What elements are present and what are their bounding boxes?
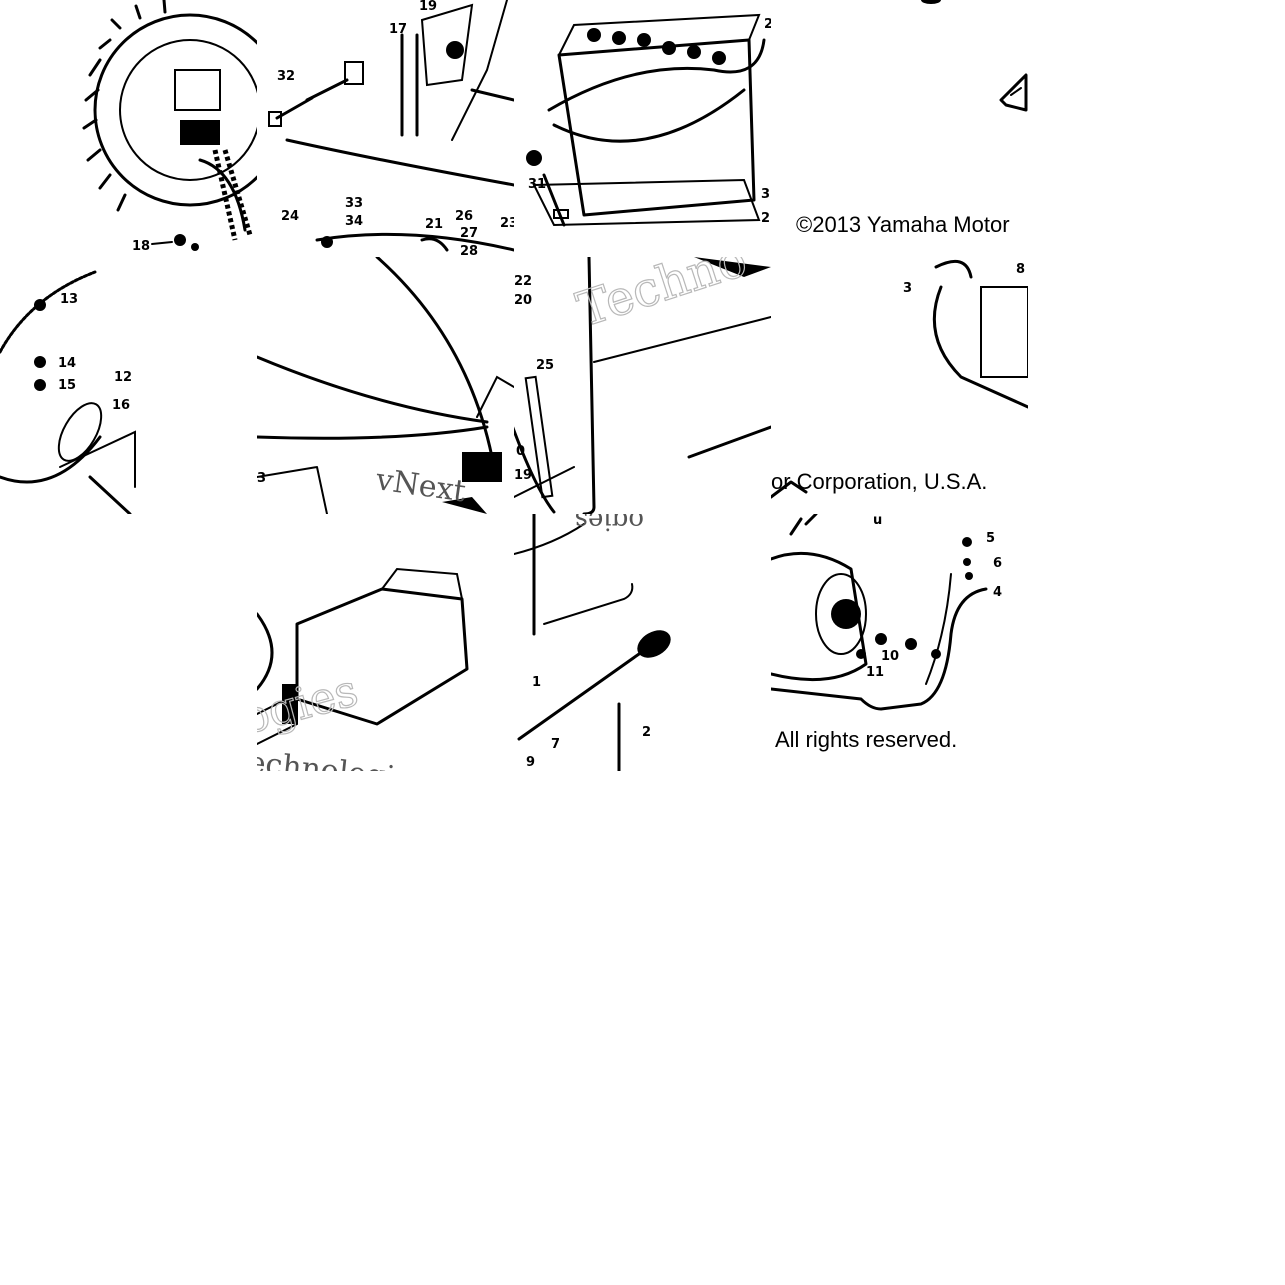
copyright-tile-top: ©2013 Yamaha Motor bbox=[771, 0, 1028, 257]
callout-label: 33 bbox=[345, 196, 363, 211]
copyright-tile-middle: 3 8 or Corporation, U.S.A. bbox=[771, 257, 1028, 514]
copyright-line-3: All rights reserved. bbox=[775, 727, 958, 752]
callout-label: 23 bbox=[500, 216, 514, 231]
watermark-text: vNext bbox=[373, 462, 468, 509]
seat-tray-tile: ogies echnologies bbox=[257, 514, 514, 771]
callout-label: 11 bbox=[866, 665, 884, 680]
callout-label: 19 bbox=[514, 468, 532, 483]
callout-label: 3 bbox=[761, 187, 770, 202]
cable-drawing: ogies 1 7 9 2 bbox=[514, 514, 671, 771]
callout-label: 3 bbox=[257, 471, 266, 486]
wiring-harness-tile: 32 17 19 33 34 24 21 26 27 28 23 bbox=[257, 0, 514, 257]
callout-label: 0 bbox=[516, 444, 525, 459]
wiring-harness-drawing: 32 17 19 33 34 24 21 26 27 28 23 bbox=[268, 0, 514, 257]
starter-relay-drawing: 3 8 bbox=[771, 259, 1028, 499]
callout-label: 2 bbox=[764, 17, 771, 32]
cable-routing-drawing: vNext 3 bbox=[257, 257, 514, 514]
callout-label: 12 bbox=[114, 370, 132, 385]
callout-label: 1 bbox=[532, 675, 541, 690]
callout-label: 13 bbox=[60, 292, 78, 307]
callout-label: 27 bbox=[460, 226, 478, 241]
callout-label: 24 bbox=[281, 209, 299, 224]
callout-label: 34 bbox=[345, 214, 363, 229]
callout-label: 25 bbox=[536, 358, 554, 373]
callout-label: 8 bbox=[1016, 262, 1025, 277]
starter-motor-drawing: 5 6 4 10 11 u bbox=[771, 514, 1002, 711]
callout-label: 19 bbox=[419, 0, 437, 14]
battery-tile: 31 3 2 2 bbox=[514, 0, 771, 257]
callout-label: 9 bbox=[526, 755, 535, 770]
callout-label: 2 bbox=[761, 211, 770, 226]
ring-gear-drawing: 13 14 15 12 16 bbox=[0, 270, 136, 514]
ring-gear-tile: 13 14 15 12 16 bbox=[0, 257, 257, 514]
frame-tile: Techno 22 20 25 0 19 bbox=[514, 257, 771, 514]
callout-label: 26 bbox=[455, 209, 473, 224]
callout-label: 28 bbox=[460, 244, 478, 257]
callout-label: 4 bbox=[993, 585, 1002, 600]
callout-label: 32 bbox=[277, 69, 295, 84]
callout-group: 32 17 19 33 34 24 21 26 27 28 23 bbox=[277, 0, 514, 257]
callout-label: 14 bbox=[58, 356, 76, 371]
callout-label: u bbox=[873, 514, 882, 528]
callout-label: 16 bbox=[112, 398, 130, 413]
callout-label: 22 bbox=[514, 274, 532, 289]
seat-tray-drawing: ogies echnologies bbox=[257, 567, 469, 771]
callout-label: 7 bbox=[551, 737, 560, 752]
cable-routing-tile: vNext 3 bbox=[257, 257, 514, 514]
watermark-text: Techno bbox=[570, 257, 753, 338]
callout-label: 5 bbox=[986, 531, 995, 546]
fragment-drawing bbox=[921, 0, 1028, 112]
copyright-line-2: or Corporation, U.S.A. bbox=[771, 469, 988, 494]
watermark-text: ogies bbox=[575, 514, 644, 535]
callout-label: 18 bbox=[132, 239, 150, 254]
callout-label: 15 bbox=[58, 378, 76, 393]
callout-label: 2 bbox=[642, 725, 651, 740]
callout-label: 10 bbox=[881, 649, 899, 664]
callout-label: 3 bbox=[903, 281, 912, 296]
callout-label: 31 bbox=[528, 177, 546, 192]
flywheel-magneto-drawing: 18 bbox=[82, 0, 257, 254]
callout-label: 17 bbox=[389, 22, 407, 37]
frame-drawing: Techno 22 20 25 0 19 bbox=[514, 257, 771, 514]
callout-label: 6 bbox=[993, 556, 1002, 571]
watermark-text: ogies bbox=[257, 665, 363, 745]
callout-label: 20 bbox=[514, 293, 532, 308]
watermark-text: echnologies bbox=[257, 745, 430, 771]
copyright-line-1: ©2013 Yamaha Motor bbox=[796, 212, 1010, 237]
battery-drawing: 31 3 2 2 bbox=[526, 13, 771, 227]
cable-tile: ogies 1 7 9 2 bbox=[514, 514, 771, 771]
copyright-tile-bottom: 5 6 4 10 11 u All rights reserved. bbox=[771, 514, 1028, 771]
flywheel-magneto-tile: 18 bbox=[0, 0, 257, 257]
callout-label: 21 bbox=[425, 217, 443, 232]
